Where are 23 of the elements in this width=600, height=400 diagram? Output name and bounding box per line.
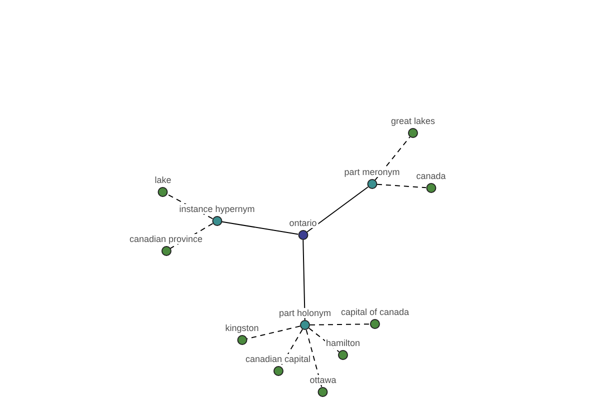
node-label: hamilton <box>324 338 362 348</box>
node-label: part holonym <box>278 308 332 318</box>
node-label: ottawa <box>308 375 338 385</box>
dashed-line <box>376 184 426 188</box>
node-label: part meronym <box>343 167 401 177</box>
node-label: ontario <box>288 218 318 228</box>
node-label: kingston <box>224 323 260 333</box>
dashed-line <box>280 328 303 368</box>
node-label: great lakes <box>390 116 436 126</box>
node-label: canada <box>415 171 447 181</box>
dashed-line <box>374 136 410 181</box>
node-label: capital of canada <box>340 307 410 317</box>
node-label: canadian capital <box>244 354 312 364</box>
dashed-line <box>246 326 301 340</box>
dashed-line <box>310 324 370 326</box>
connector-line <box>221 221 299 235</box>
node-label: canadian province <box>128 234 204 244</box>
dashed-line <box>308 328 340 352</box>
connector-line <box>302 240 306 320</box>
node-label: instance hypernym <box>178 204 256 214</box>
node-label: lake <box>154 175 172 185</box>
connector-line <box>306 186 368 233</box>
dashed-line <box>306 329 322 388</box>
